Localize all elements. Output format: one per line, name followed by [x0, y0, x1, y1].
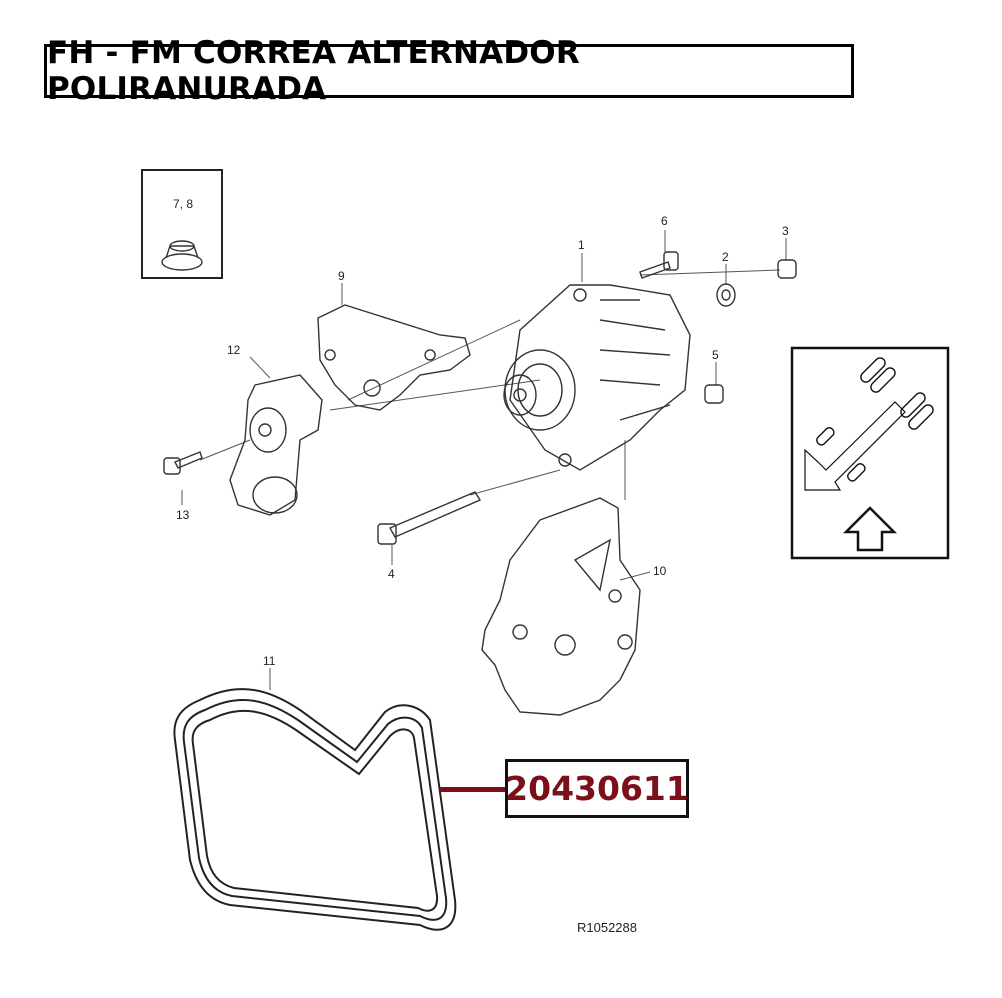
- poly-v-belt-11-icon: [173, 688, 457, 931]
- callout-13: 13: [176, 508, 190, 522]
- part-number-box: 20430611: [505, 759, 689, 818]
- flange-nut-icon: [161, 240, 203, 271]
- callout-10: 10: [653, 564, 667, 578]
- callout-3: 3: [782, 224, 789, 238]
- view-direction-box: [790, 346, 950, 560]
- nut-5-icon: [704, 384, 724, 404]
- callout-9: 9: [338, 269, 345, 283]
- bracket-10-icon: [481, 497, 641, 716]
- part-number: 20430611: [505, 769, 689, 808]
- inset-nut-box: [141, 169, 223, 279]
- bolt-13-icon: [163, 451, 203, 475]
- diagram-title: FH - FM CORREA ALTERNADOR POLIRANURADA: [47, 35, 580, 107]
- callout-5: 5: [712, 348, 719, 362]
- callout-4: 4: [388, 567, 395, 581]
- callout-11: 11: [263, 654, 276, 668]
- callout-12: 12: [227, 343, 241, 357]
- nut-2-icon: [716, 283, 736, 307]
- callout-6: 6: [661, 214, 668, 228]
- bolt-6-icon: [639, 251, 679, 279]
- tensioner-12-icon: [229, 374, 323, 516]
- bolt-4-icon: [377, 491, 482, 545]
- part-number-leader-line: [440, 787, 506, 792]
- alternator-1-icon: [503, 284, 691, 471]
- callout-2: 2: [722, 250, 729, 264]
- up-arrow-icon: [842, 506, 898, 552]
- title-box: FH - FM CORREA ALTERNADOR POLIRANURADA: [44, 35, 854, 107]
- bracket-9-icon: [317, 304, 471, 411]
- reference-code: R1052288: [577, 920, 637, 935]
- nut-3-icon: [777, 259, 797, 279]
- callout-1: 1: [578, 238, 585, 252]
- callout-7-8: 7, 8: [173, 197, 194, 211]
